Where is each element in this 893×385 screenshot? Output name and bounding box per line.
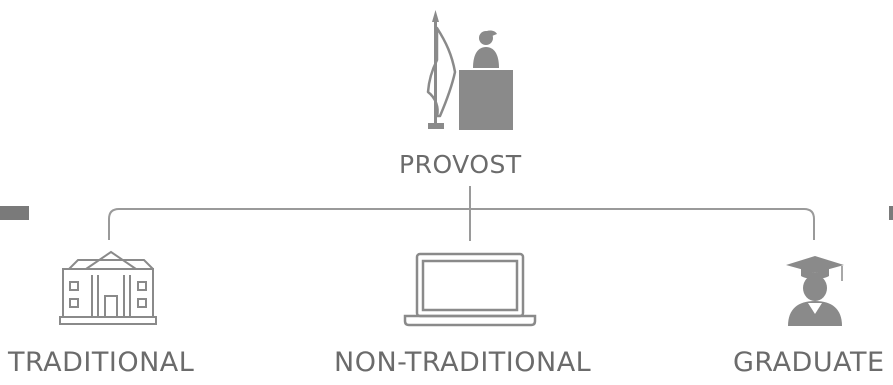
non-traditional-label: NON-TRADITIONAL xyxy=(334,347,592,378)
left-edge-bar xyxy=(0,206,29,220)
branch-line xyxy=(108,208,815,240)
graduate-label: GRADUATE xyxy=(733,347,885,378)
traditional-label: TRADITIONAL xyxy=(8,347,195,378)
podium-speaker-icon xyxy=(426,10,513,130)
provost-label: PROVOST xyxy=(399,150,522,179)
laptop-icon xyxy=(403,252,537,327)
connector-lines xyxy=(108,186,815,241)
university-building-icon xyxy=(59,250,157,325)
graduate-icon xyxy=(786,256,844,326)
right-edge-bar xyxy=(889,206,893,220)
